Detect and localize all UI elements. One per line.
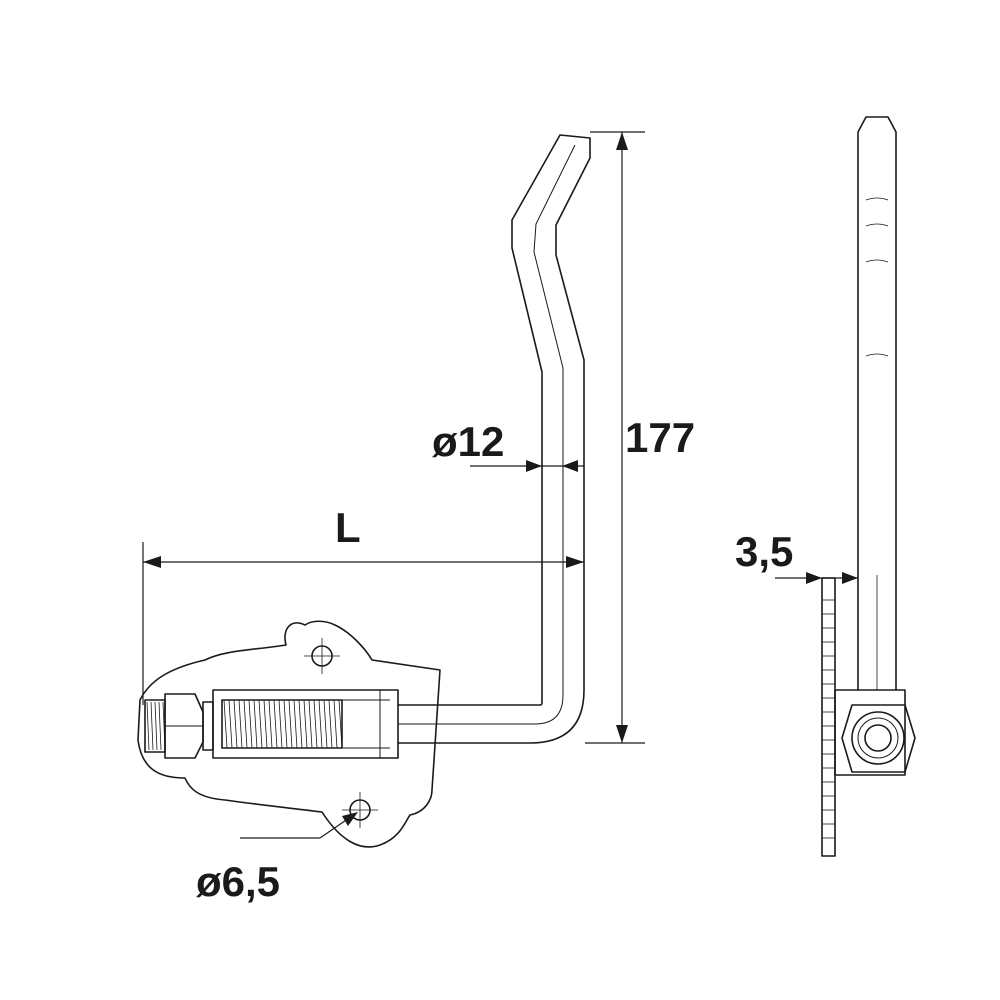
side-plate bbox=[821, 577, 836, 857]
threaded-sleeve bbox=[146, 689, 399, 759]
rod-diameter-label: ø12 bbox=[432, 418, 504, 465]
bolt-nut-assembly bbox=[144, 693, 214, 759]
thickness-dimension bbox=[775, 572, 858, 584]
lower-mounting-hole bbox=[342, 792, 378, 828]
thickness-label: 3,5 bbox=[735, 528, 793, 575]
height-label: 177 bbox=[625, 414, 695, 461]
bent-rod bbox=[397, 134, 591, 744]
dimension-lines bbox=[142, 131, 645, 839]
mounting-plate bbox=[137, 620, 441, 848]
hole-diameter-dimension bbox=[240, 812, 358, 839]
rod-diameter-dimension bbox=[470, 460, 584, 472]
side-view bbox=[775, 116, 916, 857]
side-rod bbox=[857, 116, 897, 691]
side-nut-block bbox=[834, 689, 916, 776]
height-dimension bbox=[585, 131, 645, 744]
hole-diameter-label: ø6,5 bbox=[196, 858, 280, 905]
front-view bbox=[137, 134, 591, 848]
upper-mounting-hole bbox=[304, 638, 340, 674]
length-label: L bbox=[335, 504, 361, 551]
length-dimension bbox=[142, 542, 584, 705]
